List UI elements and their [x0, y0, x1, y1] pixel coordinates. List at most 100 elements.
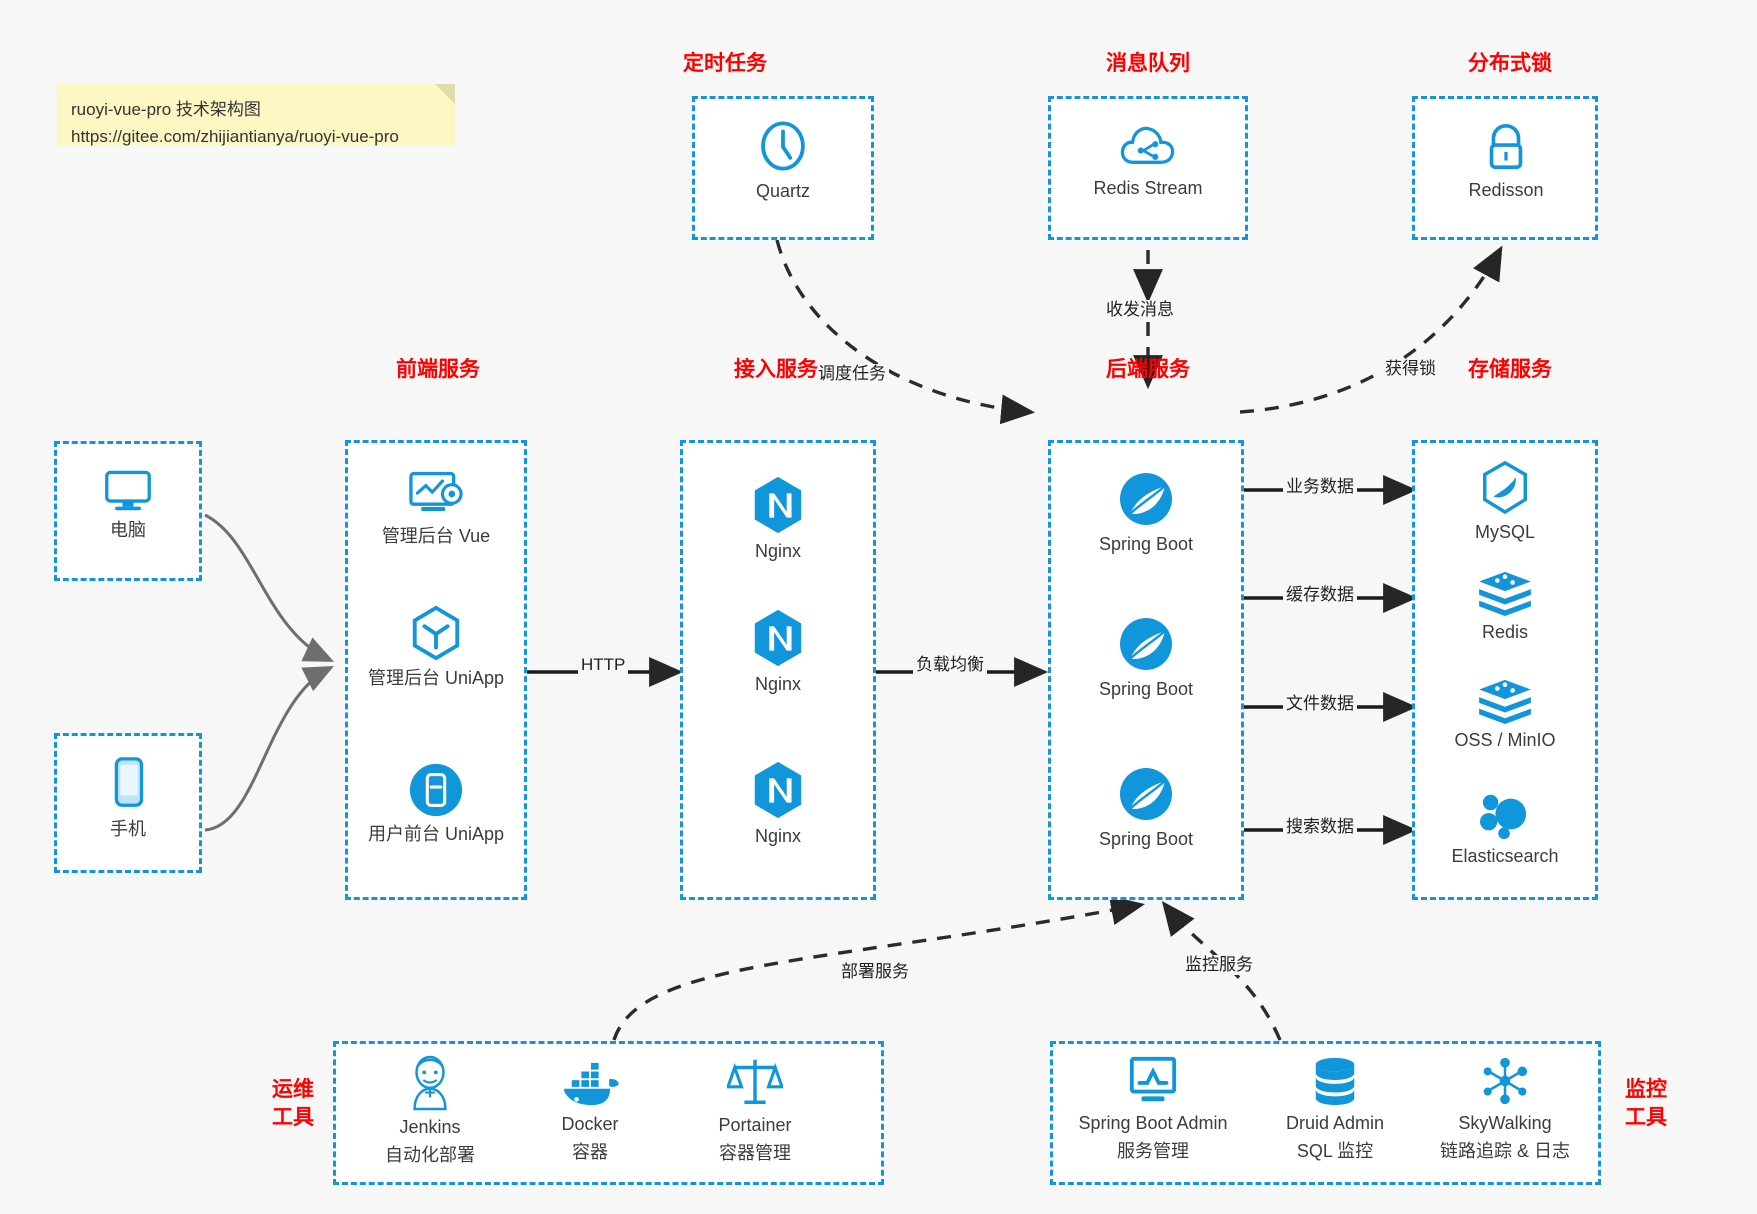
group-title-gateway: 接入服务	[734, 358, 818, 381]
node-sublabel: 容器管理	[719, 1143, 791, 1163]
group-title-frontend: 前端服务	[396, 358, 480, 381]
edge-label-search-data: 搜索数据	[1283, 817, 1357, 837]
note-url: https://gitee.com/zhijiantianya/ruoyi-vu…	[71, 127, 399, 146]
nginx-icon	[754, 476, 802, 534]
spring-boot-icon	[1120, 618, 1172, 670]
edge-label-file-data: 文件数据	[1283, 694, 1357, 714]
dashboard-vue-icon	[409, 471, 463, 512]
node-label: Nginx	[754, 674, 802, 694]
node-mysql[interactable]: MySQL	[1429, 460, 1581, 544]
node-label: Spring Boot	[1098, 534, 1194, 554]
node-redis-stream[interactable]: Redis Stream	[1072, 120, 1224, 200]
redis-icon	[1479, 571, 1531, 616]
node-label: 手机	[110, 819, 146, 839]
node-sublabel: 自动化部署	[385, 1145, 475, 1165]
node-label: Spring Boot Admin	[1078, 1113, 1228, 1133]
node-label: Spring Boot	[1098, 829, 1194, 849]
node-label: Quartz	[755, 181, 811, 201]
node-sublabel: 容器	[572, 1142, 608, 1162]
node-sublabel: 链路追踪 & 日志	[1439, 1141, 1570, 1161]
uniapp-hex-icon	[412, 605, 460, 661]
node-redis[interactable]: Redis	[1429, 570, 1581, 644]
cloud-stream-icon	[1120, 126, 1175, 164]
spring-boot-admin-icon	[1129, 1056, 1177, 1102]
edge-label-load-balance: 负载均衡	[913, 655, 987, 675]
node-desktop[interactable]: 电脑	[62, 466, 194, 542]
node-label: Redis	[1481, 622, 1529, 642]
clock-icon	[761, 121, 805, 171]
oss-icon	[1479, 679, 1531, 724]
group-title-storage: 存储服务	[1468, 358, 1552, 381]
node-quartz[interactable]: Quartz	[707, 117, 859, 203]
group-title-devops: 运维 工具	[258, 1076, 328, 1132]
group-title-backend: 后端服务	[1106, 358, 1190, 381]
node-sublabel: SQL 监控	[1296, 1141, 1374, 1161]
node-nginx-1[interactable]: Nginx	[702, 475, 854, 563]
mobile-app-icon	[409, 763, 463, 817]
node-mobile[interactable]: 手机	[62, 755, 194, 841]
node-label: Nginx	[754, 541, 802, 561]
mysql-icon	[1483, 460, 1527, 515]
node-admin-vue[interactable]: 管理后台 Vue	[360, 468, 512, 548]
node-label: 用户前台 UniApp	[367, 824, 505, 844]
node-oss-minio[interactable]: OSS / MinIO	[1429, 678, 1581, 752]
group-title-scheduled-task: 定时任务	[683, 52, 767, 75]
node-label: Redisson	[1468, 180, 1544, 200]
edge-label-deploy-service: 部署服务	[838, 962, 912, 982]
node-portainer[interactable]: Portainer 容器管理	[670, 1055, 840, 1165]
skywalking-icon	[1483, 1057, 1528, 1105]
group-box-message-queue	[1048, 96, 1248, 240]
devops-title-line2: 工具	[272, 1106, 314, 1129]
node-label: Nginx	[754, 826, 802, 846]
node-elasticsearch[interactable]: Elasticsearch	[1429, 790, 1581, 868]
node-spring-boot-admin[interactable]: Spring Boot Admin 服务管理	[1048, 1055, 1258, 1163]
note-title: ruoyi-vue-pro 技术架构图	[71, 100, 261, 119]
node-nginx-2[interactable]: Nginx	[702, 608, 854, 696]
edge-label-monitor-service: 监控服务	[1182, 955, 1256, 975]
group-title-distributed-lock: 分布式锁	[1468, 52, 1552, 75]
nginx-icon	[754, 761, 802, 819]
spring-boot-icon	[1120, 768, 1172, 820]
node-label: SkyWalking	[1458, 1113, 1552, 1133]
node-label: 管理后台 Vue	[381, 526, 491, 546]
node-user-uniapp[interactable]: 用户前台 UniApp	[360, 762, 512, 846]
portainer-icon	[727, 1059, 783, 1104]
jenkins-icon	[413, 1055, 447, 1111]
node-admin-uniapp[interactable]: 管理后台 UniApp	[360, 604, 512, 690]
node-label: Spring Boot	[1098, 679, 1194, 699]
monitoring-title-line2: 工具	[1625, 1106, 1667, 1129]
node-sublabel: 服务管理	[1117, 1141, 1189, 1161]
mobile-icon	[114, 757, 144, 807]
desktop-icon	[105, 470, 151, 511]
node-spring-boot-3[interactable]: Spring Boot	[1070, 765, 1222, 851]
docker-icon	[564, 1062, 619, 1106]
node-redisson[interactable]: Redisson	[1430, 120, 1582, 202]
sticky-note: ruoyi-vue-pro 技术架构图 https://gitee.com/zh…	[57, 84, 455, 146]
group-box-frontend	[345, 440, 527, 900]
node-docker[interactable]: Docker 容器	[505, 1060, 675, 1164]
node-label: Redis Stream	[1093, 178, 1203, 198]
node-label: OSS / MinIO	[1454, 730, 1556, 750]
node-label: 电脑	[110, 520, 146, 540]
node-label: MySQL	[1474, 522, 1535, 542]
group-box-devops	[333, 1041, 884, 1185]
node-jenkins[interactable]: Jenkins 自动化部署	[345, 1053, 515, 1167]
node-druid-admin[interactable]: Druid Admin SQL 监控	[1250, 1055, 1420, 1163]
edge-label-business-data: 业务数据	[1283, 477, 1357, 497]
node-label: Elasticsearch	[1451, 846, 1559, 866]
note-fold-icon	[435, 84, 455, 104]
group-box-client-desktop	[54, 441, 202, 581]
druid-db-icon	[1315, 1057, 1355, 1106]
group-title-monitoring: 监控 工具	[1611, 1076, 1681, 1132]
node-spring-boot-1[interactable]: Spring Boot	[1070, 470, 1222, 556]
edge-label-cache-data: 缓存数据	[1283, 585, 1357, 605]
spring-boot-icon	[1120, 473, 1172, 525]
elasticsearch-icon	[1480, 794, 1527, 840]
monitoring-title-line1: 监控	[1625, 1078, 1667, 1101]
group-title-message-queue: 消息队列	[1106, 52, 1190, 75]
edge-label-send-receive-message: 收发消息	[1103, 300, 1177, 320]
node-nginx-3[interactable]: Nginx	[702, 760, 854, 848]
node-spring-boot-2[interactable]: Spring Boot	[1070, 615, 1222, 701]
node-skywalking[interactable]: SkyWalking 链路追踪 & 日志	[1410, 1055, 1600, 1163]
